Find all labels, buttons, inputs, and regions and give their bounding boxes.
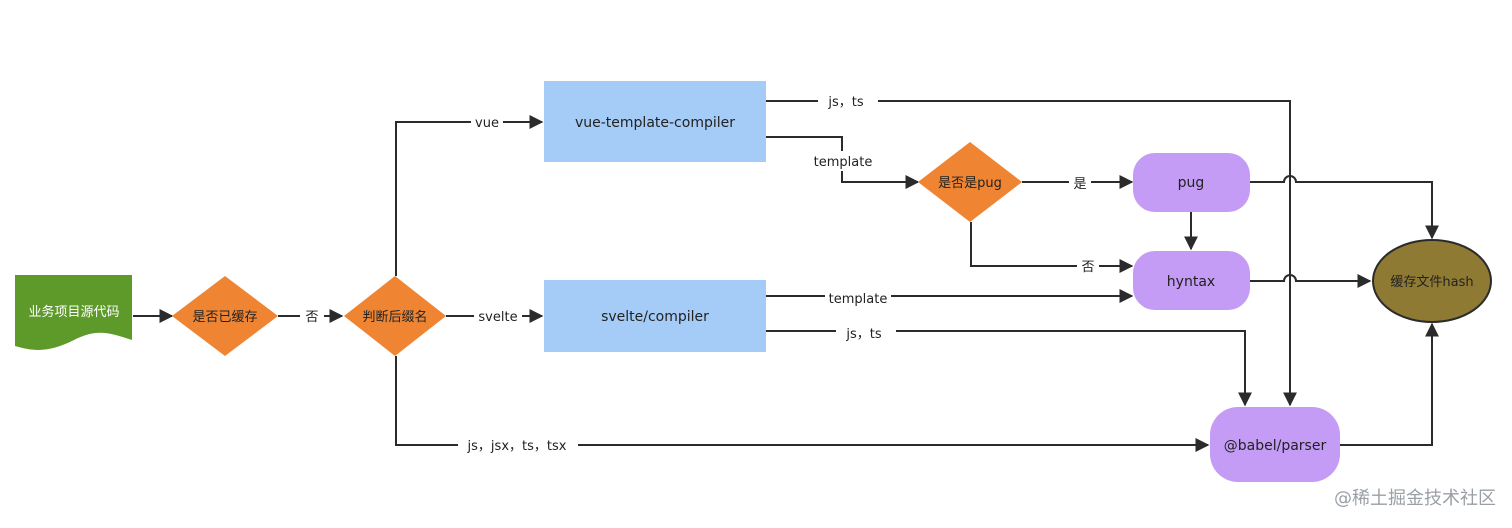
svg-text:svelte/compiler: svelte/compiler — [601, 309, 709, 325]
node-babel-parser: @babel/parser — [1210, 407, 1340, 482]
edge-suffix-to-vue — [395, 115, 544, 276]
watermark-text: @稀土掘金技术社区 — [1334, 488, 1496, 509]
edge-suffix-to-babel — [395, 356, 1210, 452]
svg-text:否: 否 — [1081, 260, 1094, 275]
edge-label-vue-template: template — [810, 151, 876, 171]
edge-label-js-jsx-ts-tsx: js，jsx，ts，tsx — [458, 435, 578, 455]
svg-text:vue-template-compiler: vue-template-compiler — [575, 115, 735, 131]
edge-label-yes: 是 — [1069, 172, 1091, 192]
edge-label-svelte: svelte — [474, 306, 522, 326]
edge-svelte-to-babel — [766, 330, 1252, 407]
svg-text:否: 否 — [305, 310, 318, 325]
edge-babel-to-hash — [1340, 322, 1439, 446]
svg-text:svelte: svelte — [478, 310, 517, 325]
node-vue-template-compiler: vue-template-compiler — [544, 81, 766, 162]
node-svelte-compiler: svelte/compiler — [544, 280, 766, 352]
node-is-cached-decision: 是否已缓存 — [172, 276, 278, 356]
edge-label-svelte-template: template — [825, 289, 891, 309]
edge-vue-to-babel — [766, 100, 1297, 407]
edge-label-vue-js-ts: js，ts — [818, 92, 878, 112]
svg-text:js，ts: js，ts — [827, 95, 863, 110]
node-is-pug-decision: 是否是pug — [918, 142, 1022, 222]
node-pug: pug — [1133, 153, 1250, 212]
svg-text:是否是pug: 是否是pug — [938, 176, 1002, 191]
svg-text:js，ts: js，ts — [845, 327, 881, 342]
svg-text:vue: vue — [475, 116, 499, 131]
edge-label-no-1: 否 — [300, 306, 324, 326]
edge-ispug-to-hyntax — [970, 222, 1134, 273]
node-check-suffix-decision: 判断后缀名 — [344, 276, 446, 356]
svg-text:是否已缓存: 是否已缓存 — [192, 310, 257, 325]
node-source-code: 业务项目源代码 — [15, 275, 132, 350]
svg-text:业务项目源代码: 业务项目源代码 — [28, 304, 119, 320]
svg-text:判断后缀名: 判断后缀名 — [362, 309, 427, 325]
svg-text:hyntax: hyntax — [1167, 274, 1215, 290]
node-cache-hash: 缓存文件hash — [1372, 239, 1492, 323]
edge-label-no-2: 否 — [1077, 256, 1099, 276]
svg-text:@babel/parser: @babel/parser — [1224, 438, 1327, 454]
edge-pug-to-hash — [1250, 175, 1439, 240]
svg-text:缓存文件hash: 缓存文件hash — [1390, 275, 1473, 290]
svg-text:template: template — [829, 292, 888, 307]
node-hyntax: hyntax — [1133, 251, 1250, 310]
svg-text:pug: pug — [1178, 175, 1205, 191]
svg-text:是: 是 — [1073, 177, 1086, 192]
edge-label-vue: vue — [471, 112, 503, 132]
svg-text:template: template — [814, 155, 873, 170]
svg-text:js，jsx，ts，tsx: js，jsx，ts，tsx — [467, 439, 567, 454]
edge-label-svelte-js-ts: js，ts — [836, 324, 896, 344]
edge-hyntax-to-hash — [1250, 274, 1372, 288]
